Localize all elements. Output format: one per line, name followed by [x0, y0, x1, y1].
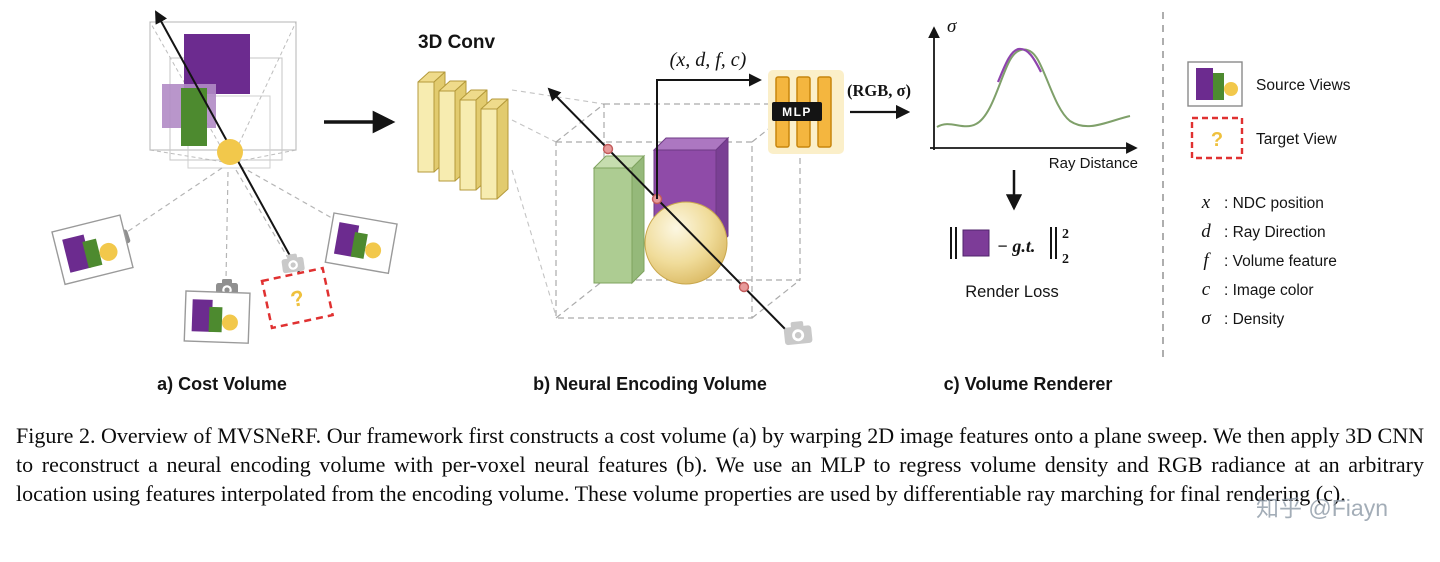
mlp-label-bg: [772, 102, 822, 121]
var-symbol: f: [1203, 250, 1211, 271]
var-desc: : NDC position: [1224, 195, 1324, 212]
var-symbol: x: [1201, 192, 1211, 213]
minus-gt-label: − g.t.: [997, 236, 1035, 256]
var-desc: : Image color: [1224, 282, 1314, 299]
target-view-thumbnail: ?: [260, 266, 335, 330]
render-loss-formula: − g.t. 2 2: [950, 227, 1069, 267]
sample-to-mlp-arrow: [656, 73, 762, 199]
camera-icon: [783, 320, 813, 346]
render-loss-label: Render Loss: [965, 283, 1059, 301]
source-views-icon: [1187, 61, 1243, 107]
norm-bars-icon: [950, 227, 1057, 259]
conv3d-label: 3D Conv: [418, 32, 496, 53]
source-views-label: Source Views: [1256, 77, 1351, 94]
conv3d-stack: [417, 71, 509, 200]
target-camera-icon: [280, 252, 306, 274]
panel-b-label: b) Neural Encoding Volume: [533, 374, 767, 394]
loss-superscript: 2: [1062, 227, 1069, 242]
rendered-image-swatch: [962, 229, 990, 257]
var-symbol: c: [1202, 279, 1211, 300]
loss-subscript: 2: [1062, 252, 1069, 267]
volume-renderer-panel: σ Ray Distance − g.t. 2 2 Render Loss c)…: [928, 16, 1138, 394]
target-question-mark: ?: [288, 285, 306, 312]
green-voxel-box: [592, 154, 646, 285]
source-view-thumbnail: [183, 290, 251, 344]
conv-slab: [480, 98, 509, 200]
mlp-output-label: (RGB, σ): [847, 81, 911, 100]
var-desc: : Volume feature: [1224, 253, 1337, 270]
var-desc: : Ray Direction: [1224, 224, 1326, 241]
target-view-icon: ?: [1190, 116, 1244, 160]
mlp-block: MLP: [768, 70, 844, 154]
legend-variables: x : NDC position d : Ray Direction f : V…: [1201, 192, 1337, 329]
density-curve-green: [936, 48, 1131, 128]
density-curve-purple: [996, 47, 1042, 83]
conv-to-cube-lines: [511, 89, 605, 317]
render-ray-arrow: [547, 87, 791, 335]
cost-volume-panel: ? a) Cost Volume: [51, 10, 398, 394]
feature-sphere: [644, 201, 728, 285]
var-symbol: d: [1201, 221, 1211, 242]
mlp-input-label: (x, d, f, c): [670, 49, 747, 71]
panel-a-label: a) Cost Volume: [157, 374, 287, 394]
figure-caption: Figure 2. Overview of MVSNeRF. Our frame…: [16, 423, 1424, 507]
legend: Source Views ? Target View x : NDC posit…: [1162, 12, 1351, 362]
source-view-thumbnail: [51, 214, 134, 286]
var-symbol: σ: [1201, 308, 1211, 329]
figure-diagram: ? a) Cost Volume 3D Conv: [51, 10, 1351, 394]
ray-distance-label: Ray Distance: [1049, 155, 1138, 172]
source-view-thumbnail: [324, 212, 398, 275]
panel-c-label: c) Volume Renderer: [944, 374, 1113, 394]
sigma-axis-label: σ: [947, 16, 957, 37]
mlp-label: MLP: [782, 105, 812, 119]
legend-question-mark: ?: [1211, 129, 1223, 151]
camera-connector-lines: [123, 165, 347, 281]
sample-point-circle: [217, 139, 243, 165]
var-desc: : Density: [1224, 311, 1285, 328]
target-view-label: Target View: [1256, 131, 1338, 148]
frustum-lines: [149, 21, 297, 164]
neural-encoding-volume-panel: (x, d, f, c) b) Neural Encoding Volume: [533, 49, 813, 394]
